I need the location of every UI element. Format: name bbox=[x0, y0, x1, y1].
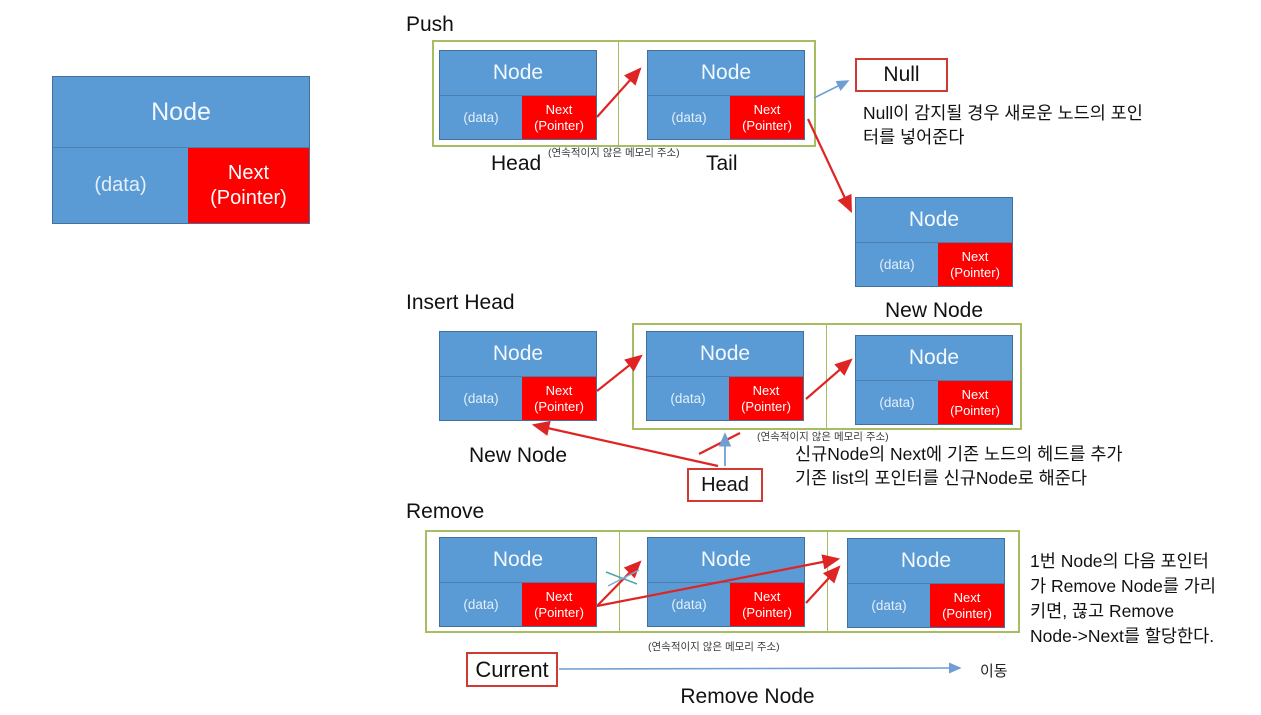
node-title: Node bbox=[440, 332, 596, 377]
insert-new-node: Node (data) Next (Pointer) bbox=[439, 331, 597, 421]
insert-head-head-label: Head bbox=[701, 473, 749, 496]
node-data-cell: (data) bbox=[671, 110, 707, 125]
insert-head-memory-note: (연속적이지 않은 메모리 주소) bbox=[757, 431, 889, 443]
node-bottom-row: (data) Next (Pointer) bbox=[848, 584, 1004, 627]
node-bottom-row: (data) Next (Pointer) bbox=[53, 148, 309, 223]
insert-node-1: Node (data) Next (Pointer) bbox=[646, 331, 804, 421]
push-new-node-label: New Node bbox=[884, 299, 984, 322]
remove-current-label: Current bbox=[475, 656, 549, 682]
remove-node-3: Node (data) Next (Pointer) bbox=[847, 538, 1005, 628]
legend-node: Node (data) Next (Pointer) bbox=[52, 76, 310, 224]
insert-node-2: Node (data) Next (Pointer) bbox=[855, 335, 1013, 425]
insert-head-memory-group-divider bbox=[826, 325, 827, 428]
push-null-label: Null bbox=[883, 63, 920, 86]
remove-move-arrow bbox=[558, 662, 962, 674]
node-bottom-row: (data) Next (Pointer) bbox=[856, 381, 1012, 424]
node-bottom-row: (data) Next (Pointer) bbox=[440, 583, 596, 626]
node-next-pointer-cell: Next (Pointer) bbox=[730, 96, 804, 139]
insert-head-new-node-label: New Node bbox=[468, 444, 568, 467]
node-data-cell: (data) bbox=[871, 598, 907, 613]
push-tail-to-null-arrow bbox=[813, 80, 850, 99]
node-next-pointer-cell: Next (Pointer) bbox=[188, 148, 309, 223]
node-data-cell: (data) bbox=[879, 395, 915, 410]
push-null-note: Null이 감지될 경우 새로운 노드의 포인 터를 넣어준다 bbox=[863, 103, 1143, 147]
push-new-node: Node (data) Next (Pointer) bbox=[855, 197, 1013, 287]
node-next-pointer-cell: Next (Pointer) bbox=[930, 584, 1004, 627]
insert-head-head-box: Head bbox=[687, 468, 763, 502]
remove-current-box: Current bbox=[466, 652, 558, 687]
node-data-cell: (data) bbox=[671, 597, 707, 612]
remove-memory-note: (연속적이지 않은 메모리 주소) bbox=[648, 641, 780, 653]
node-title: Node bbox=[856, 336, 1012, 381]
node-title: Node bbox=[648, 538, 804, 583]
node-title: Node bbox=[647, 332, 803, 377]
node-bottom-row: (data) Next (Pointer) bbox=[440, 96, 596, 139]
node-next-pointer-cell: Next (Pointer) bbox=[730, 583, 804, 626]
insert-head-red-segment bbox=[698, 432, 741, 455]
node-title: Node bbox=[53, 77, 309, 148]
node-title: Node bbox=[648, 51, 804, 96]
remove-section-title: Remove bbox=[406, 500, 485, 523]
push-memory-note: (연속적이지 않은 메모리 주소) bbox=[548, 147, 680, 159]
remove-memory-group-divider-1 bbox=[619, 532, 620, 631]
node-next-pointer-cell: Next (Pointer) bbox=[729, 377, 803, 420]
push-tail-label: Tail bbox=[706, 152, 738, 175]
push-null-box: Null bbox=[855, 58, 948, 92]
remove-memory-group-divider-2 bbox=[827, 532, 828, 631]
insert-head-section-title: Insert Head bbox=[406, 291, 515, 314]
node-bottom-row: (data) Next (Pointer) bbox=[648, 96, 804, 139]
remove-note: 1번 Node의 다음 포인터 가 Remove Node를 가리 키면, 끊고… bbox=[1030, 551, 1216, 646]
node-title: Node bbox=[440, 538, 596, 583]
node-bottom-row: (data) Next (Pointer) bbox=[440, 377, 596, 420]
node-data-cell: (data) bbox=[879, 257, 915, 272]
node-bottom-row: (data) Next (Pointer) bbox=[647, 377, 803, 420]
node-data-cell: (data) bbox=[94, 174, 147, 196]
node-bottom-row: (data) Next (Pointer) bbox=[648, 583, 804, 626]
push-memory-group-divider bbox=[618, 42, 619, 145]
node-data-cell: (data) bbox=[463, 110, 499, 125]
node-next-pointer-cell: Next (Pointer) bbox=[938, 381, 1012, 424]
node-next-pointer-cell: Next (Pointer) bbox=[522, 96, 596, 139]
insert-head-note: 신규Node의 Next에 기존 노드의 헤드를 추가 기존 list의 포인터… bbox=[795, 444, 1123, 488]
remove-move-label: 이동 bbox=[980, 663, 1008, 680]
node-data-cell: (data) bbox=[670, 391, 706, 406]
node-data-cell: (data) bbox=[463, 391, 499, 406]
node-title: Node bbox=[440, 51, 596, 96]
remove-node-1: Node (data) Next (Pointer) bbox=[439, 537, 597, 627]
remove-node-label: Remove Node bbox=[680, 685, 815, 708]
push-head-label: Head bbox=[491, 152, 542, 175]
push-tail-node: Node (data) Next (Pointer) bbox=[647, 50, 805, 140]
push-head-node: Node (data) Next (Pointer) bbox=[439, 50, 597, 140]
node-title: Node bbox=[848, 539, 1004, 584]
node-next-pointer-cell: Next (Pointer) bbox=[522, 377, 596, 420]
node-data-cell: (data) bbox=[463, 597, 499, 612]
node-next-pointer-cell: Next (Pointer) bbox=[938, 243, 1012, 286]
node-title: Node bbox=[856, 198, 1012, 243]
remove-node-2: Node (data) Next (Pointer) bbox=[647, 537, 805, 627]
push-section-title: Push bbox=[406, 13, 454, 36]
node-next-pointer-cell: Next (Pointer) bbox=[522, 583, 596, 626]
node-bottom-row: (data) Next (Pointer) bbox=[856, 243, 1012, 286]
